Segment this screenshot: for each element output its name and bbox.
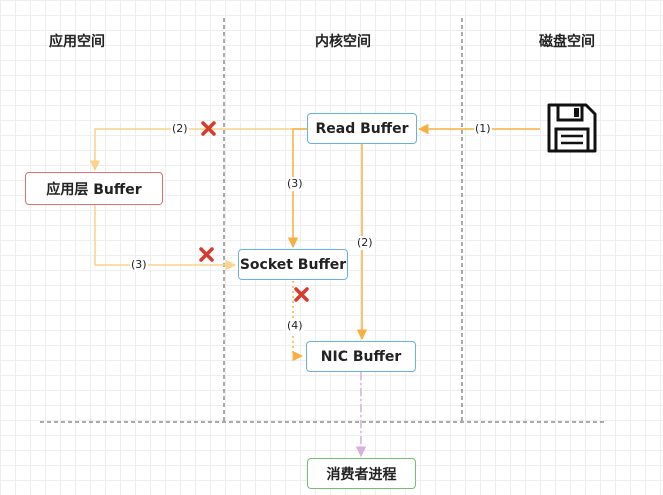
lane-title-kernel-space: 内核空间 (315, 34, 371, 50)
floppy-disk-icon (547, 103, 597, 153)
red-x-icon (294, 287, 309, 302)
step-label-read-to-socket: (3) (286, 177, 304, 191)
nic-buffer-label: NIC Buffer (320, 348, 402, 365)
app-buffer-label: 应用层 Buffer (46, 181, 142, 198)
nic-buffer-box: NIC Buffer (306, 341, 416, 372)
step-label-socket-to-nic: (4) (286, 319, 304, 333)
step-label-disk-to-read: (1) (474, 122, 492, 136)
red-x-icon (201, 121, 216, 136)
socket-buffer-label: Socket Buffer (239, 256, 347, 273)
step-label-app-to-socket: (3) (130, 258, 148, 272)
socket-buffer-box: Socket Buffer (238, 249, 348, 280)
arrow-app-to-socket (94, 205, 237, 271)
read-buffer-label: Read Buffer (315, 120, 409, 137)
red-x-icon (199, 247, 214, 262)
read-buffer-box: Read Buffer (307, 113, 417, 144)
lane-title-disk-space: 磁盘空间 (539, 34, 595, 50)
arrow-read-to-socket (287, 128, 307, 249)
consumer-process-box: 消费者进程 (307, 458, 416, 489)
app-buffer-box: 应用层 Buffer (25, 172, 163, 205)
arrow-read-to-app (89, 128, 307, 172)
step-label-read-to-app: (2) (171, 122, 189, 136)
step-label-read-to-nic: (2) (356, 236, 374, 250)
lane-title-app-space: 应用空间 (49, 34, 105, 50)
arrow-socket-to-nic (292, 281, 304, 362)
consumer-process-label: 消费者进程 (326, 466, 397, 483)
